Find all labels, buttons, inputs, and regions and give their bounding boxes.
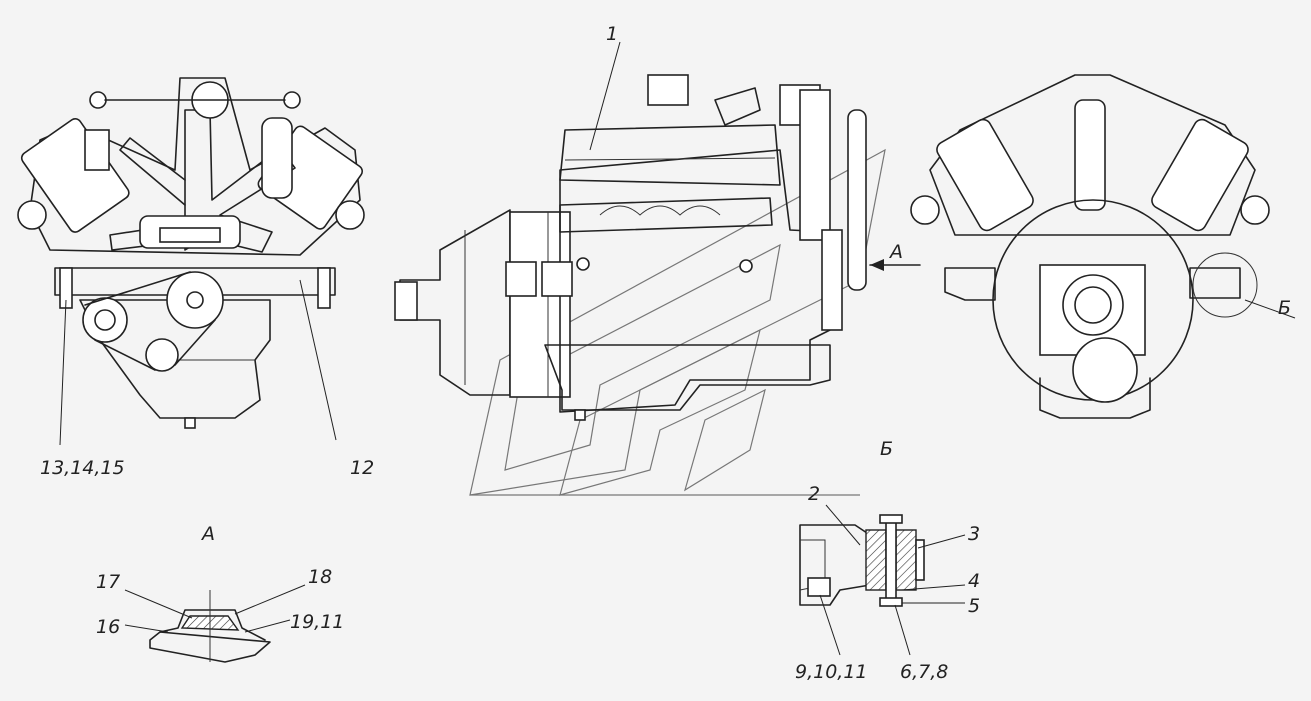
- label-18: 18: [308, 566, 332, 588]
- arrow-a-label: А: [888, 241, 903, 263]
- engine-front-view: [17, 77, 365, 446]
- detail-b-mount: [799, 504, 966, 656]
- view-b-title: Б: [880, 438, 893, 460]
- label-1: 1: [606, 23, 618, 45]
- label-3: 3: [968, 523, 980, 545]
- label-17: 17: [96, 571, 120, 593]
- label-13-14-15: 13,14,15: [40, 457, 125, 479]
- label-4: 4: [968, 570, 980, 592]
- label-5: 5: [968, 595, 980, 617]
- detail-a-section: [124, 584, 306, 663]
- label-6-7-8: 6,7,8: [900, 661, 948, 683]
- label-9-10-11: 9,10,11: [795, 661, 868, 683]
- callout-b-label: Б: [1278, 297, 1291, 319]
- label-19-11: 19,11: [290, 611, 344, 633]
- label-12: 12: [350, 457, 374, 479]
- label-2: 2: [808, 483, 820, 505]
- view-a-title: А: [200, 523, 215, 545]
- engine-rear-view: [910, 74, 1296, 419]
- engine-side-view: [394, 41, 921, 421]
- label-16: 16: [96, 616, 120, 638]
